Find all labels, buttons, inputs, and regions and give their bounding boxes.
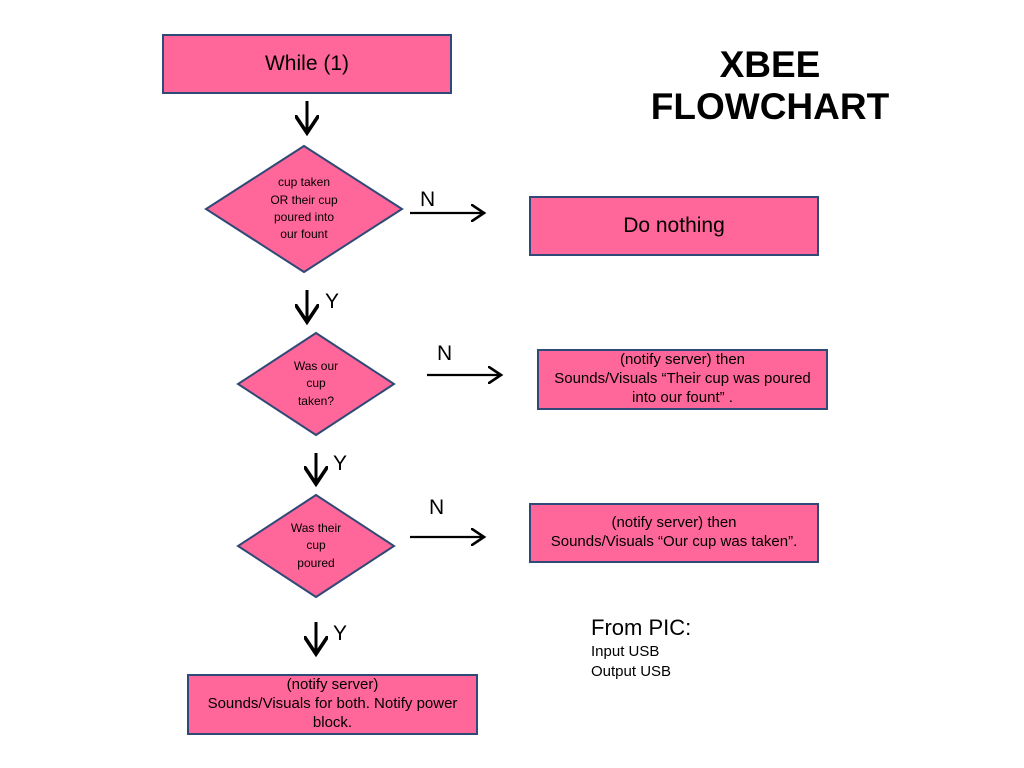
decision2-label: Was our cup taken? — [293, 358, 339, 408]
start-box-label: While (1) — [264, 51, 349, 75]
edge-label-yes-2: Y — [333, 452, 348, 475]
decision-diamond-cup-taken-or-poured — [204, 144, 404, 274]
decision3-label: Was their cup poured — [290, 520, 342, 570]
edge-label-yes-1: Y — [325, 290, 340, 313]
start-box: While (1) — [162, 34, 452, 94]
edge-label-no-2: N — [437, 342, 453, 365]
edge-label-yes-3: Y — [333, 622, 348, 645]
action-both-label: (notify server) Sounds/Visuals for both.… — [207, 676, 458, 731]
action-our-cup-label: (notify server) then Sounds/Visuals “Our… — [550, 514, 798, 550]
action-both-box: (notify server) Sounds/Visuals for both.… — [187, 674, 478, 735]
do-nothing-box: Do nothing — [529, 196, 819, 256]
edge-label-no-1: N — [420, 188, 436, 211]
from-pic-line-input: Input USB — [591, 643, 660, 660]
action-their-cup-box: (notify server) then Sounds/Visuals “The… — [537, 349, 828, 410]
decision-diamond-our-cup-taken — [236, 331, 396, 437]
do-nothing-label: Do nothing — [623, 213, 725, 237]
action-our-cup-box: (notify server) then Sounds/Visuals “Our… — [529, 503, 819, 563]
from-pic-heading: From PIC: — [591, 615, 692, 640]
from-pic-line-output: Output USB — [591, 663, 672, 680]
decision-diamond-their-cup-poured — [236, 493, 396, 599]
action-their-cup-label: (notify server) then Sounds/Visuals “The… — [554, 351, 811, 406]
edge-label-no-3: N — [429, 496, 445, 519]
page-title: XBEE FLOWCHART — [650, 44, 890, 127]
decision1-label: cup taken OR their cup poured into our f… — [270, 175, 338, 242]
